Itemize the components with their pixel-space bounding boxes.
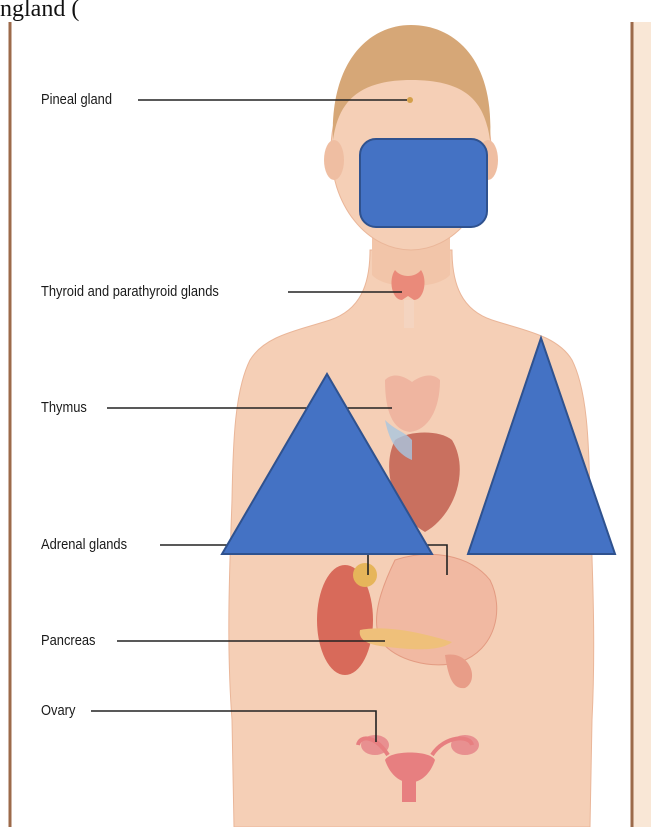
label-pancreas: Pancreas — [41, 632, 96, 650]
left-adrenal-gland — [353, 563, 377, 587]
label-pineal-gland: Pineal gland — [41, 91, 112, 109]
right-margin-band — [632, 22, 651, 827]
cervix — [402, 780, 416, 802]
label-thyroid-parathyroid: Thyroid and parathyroid glands — [41, 283, 219, 301]
stomach — [376, 554, 496, 664]
label-ovary: Ovary — [41, 702, 75, 720]
label-adrenal-glands: Adrenal glands — [41, 536, 127, 554]
left-ear — [324, 140, 344, 180]
pineal-gland — [407, 97, 413, 103]
face-cover-rectangle — [360, 139, 487, 227]
trachea — [404, 300, 414, 328]
label-thymus: Thymus — [41, 399, 87, 417]
